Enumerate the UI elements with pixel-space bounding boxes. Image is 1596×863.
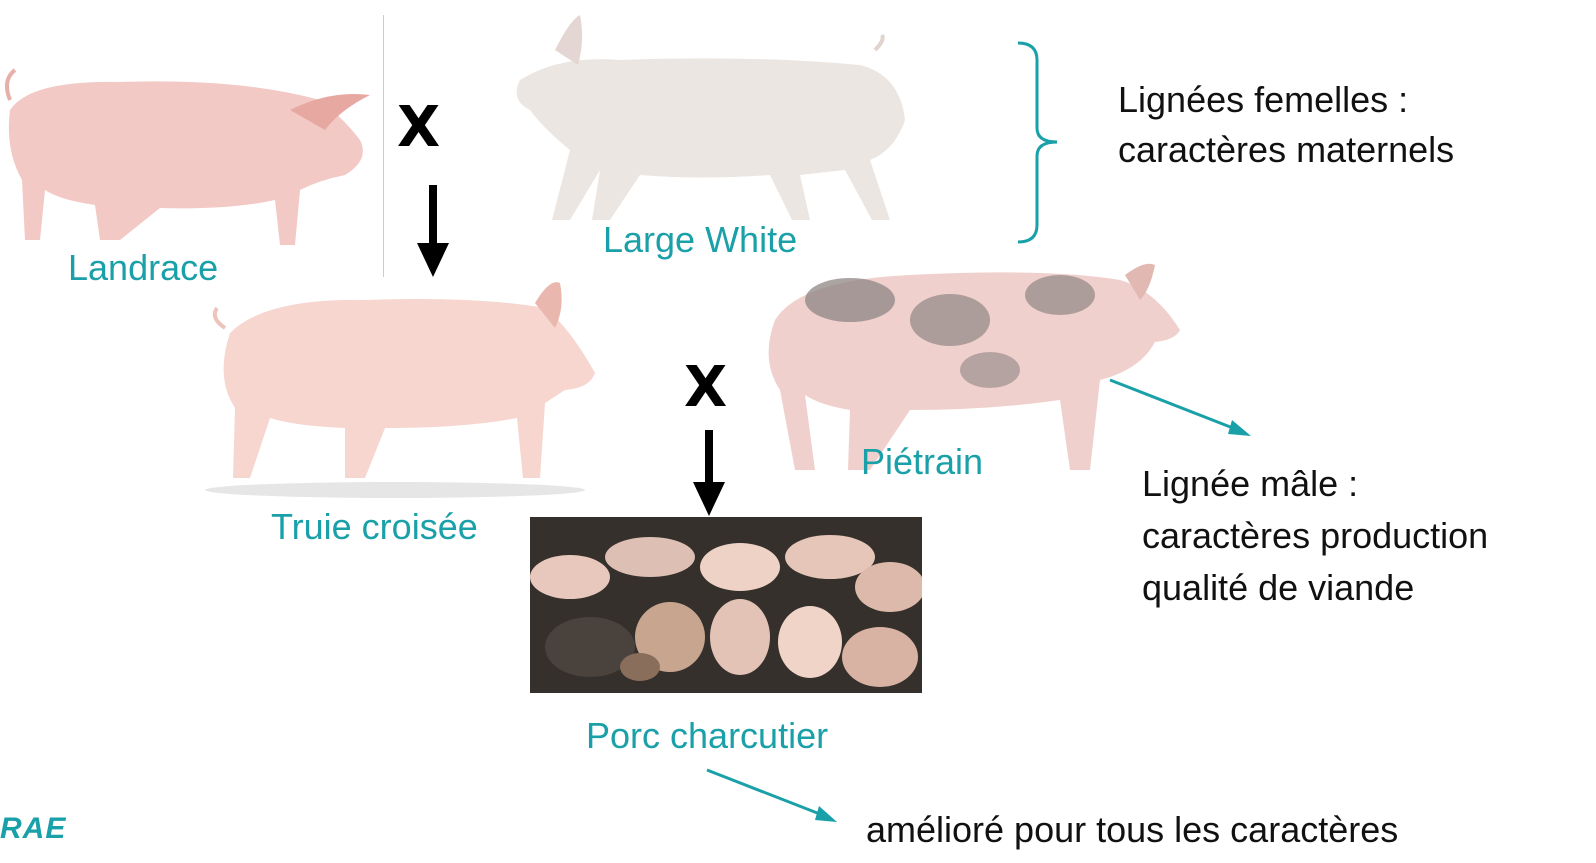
teal-arrow-icon (705, 768, 840, 828)
male-line-line2: caractères production (1142, 514, 1488, 557)
porc-charcutier-photo (530, 517, 922, 693)
truie-croisee-pig-image (205, 278, 605, 498)
inrae-logo: RAE (0, 812, 66, 846)
brace-icon (1015, 40, 1065, 245)
landrace-label: Landrace (68, 246, 218, 289)
pietrain-label: Piétrain (861, 440, 983, 483)
divider-line (383, 15, 384, 277)
male-line-line1: Lignée mâle : (1142, 462, 1358, 505)
porc-charcutier-label: Porc charcutier (586, 714, 828, 757)
teal-arrow-icon (1108, 378, 1253, 440)
down-arrow-icon (691, 430, 727, 518)
large-white-pig-image (500, 10, 920, 230)
truie-croisee-label: Truie croisée (271, 505, 478, 548)
large-white-label: Large White (603, 218, 797, 261)
female-lines-line2: caractères maternels (1118, 128, 1454, 171)
male-line-line3: qualité de viande (1142, 566, 1414, 609)
improved-text: amélioré pour tous les caractères (866, 808, 1398, 851)
cross-symbol-middle: X (684, 355, 727, 420)
female-lines-line1: Lignées femelles : (1118, 78, 1408, 121)
landrace-pig-image (0, 40, 380, 260)
down-arrow-icon (415, 185, 451, 280)
cross-symbol-top: X (397, 95, 440, 160)
